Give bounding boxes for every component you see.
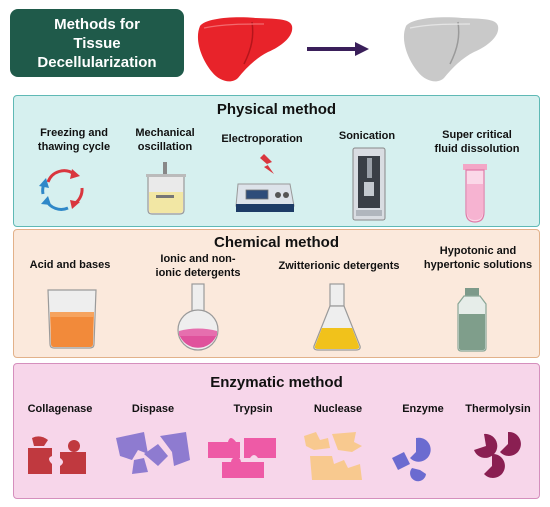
collagenase-enzyme-icon bbox=[28, 436, 86, 474]
trypsin-label: Trypsin bbox=[233, 403, 273, 415]
sonicator-icon bbox=[352, 147, 386, 221]
test-tube-icon bbox=[463, 164, 487, 223]
cycle-arrows-icon bbox=[39, 169, 84, 211]
thermolysin-enzyme-icon bbox=[474, 431, 521, 478]
enzymatic-method-title: Enzymatic method bbox=[210, 374, 343, 391]
title-box: Methods for Tissue Decellularization bbox=[10, 9, 184, 77]
bottle-icon bbox=[457, 288, 487, 352]
electroporator-icon bbox=[235, 154, 295, 212]
title-line-1: Methods for bbox=[54, 15, 140, 33]
chemical-method-panel: Chemical method Acid and bases Ionic and… bbox=[13, 229, 540, 358]
enzymatic-method-panel: Enzymatic method Collagenase Dispase Try… bbox=[13, 363, 540, 499]
enzyme-icon bbox=[392, 437, 431, 482]
trypsin-enzyme-icon bbox=[208, 438, 276, 478]
erlenmeyer-flask-icon bbox=[313, 283, 361, 351]
dispase-enzyme-icon bbox=[116, 432, 190, 474]
round-flask-icon bbox=[177, 283, 219, 351]
electroporation-label: Electroporation bbox=[221, 133, 303, 145]
liver-decellularized-icon bbox=[403, 17, 499, 82]
title-line-2: Tissue bbox=[73, 34, 121, 52]
enzyme-label: Enzyme bbox=[402, 403, 444, 415]
physical-method-title: Physical method bbox=[216, 101, 337, 118]
liver-healthy-icon bbox=[197, 17, 293, 82]
chemical-method-title: Chemical method bbox=[213, 234, 340, 251]
beaker-icon bbox=[47, 289, 97, 349]
collagenase-label: Collagenase bbox=[27, 403, 93, 415]
zwitterionic-detergents-label: Zwitterionic detergents bbox=[278, 260, 400, 272]
acid-bases-label: Acid and bases bbox=[29, 259, 111, 271]
title-line-3: Decellularization bbox=[37, 53, 157, 71]
nuclease-label: Nuclease bbox=[313, 403, 363, 415]
sonication-label: Sonication bbox=[338, 130, 396, 142]
nuclease-enzyme-icon bbox=[304, 432, 362, 480]
arrow-icon bbox=[307, 42, 369, 56]
stirred-beaker-icon bbox=[146, 162, 186, 215]
ionic-detergents-label: Ionic and non-ionic detergents bbox=[155, 253, 241, 279]
thermolysin-label: Thermolysin bbox=[465, 403, 531, 415]
dispase-label: Dispase bbox=[131, 403, 175, 415]
